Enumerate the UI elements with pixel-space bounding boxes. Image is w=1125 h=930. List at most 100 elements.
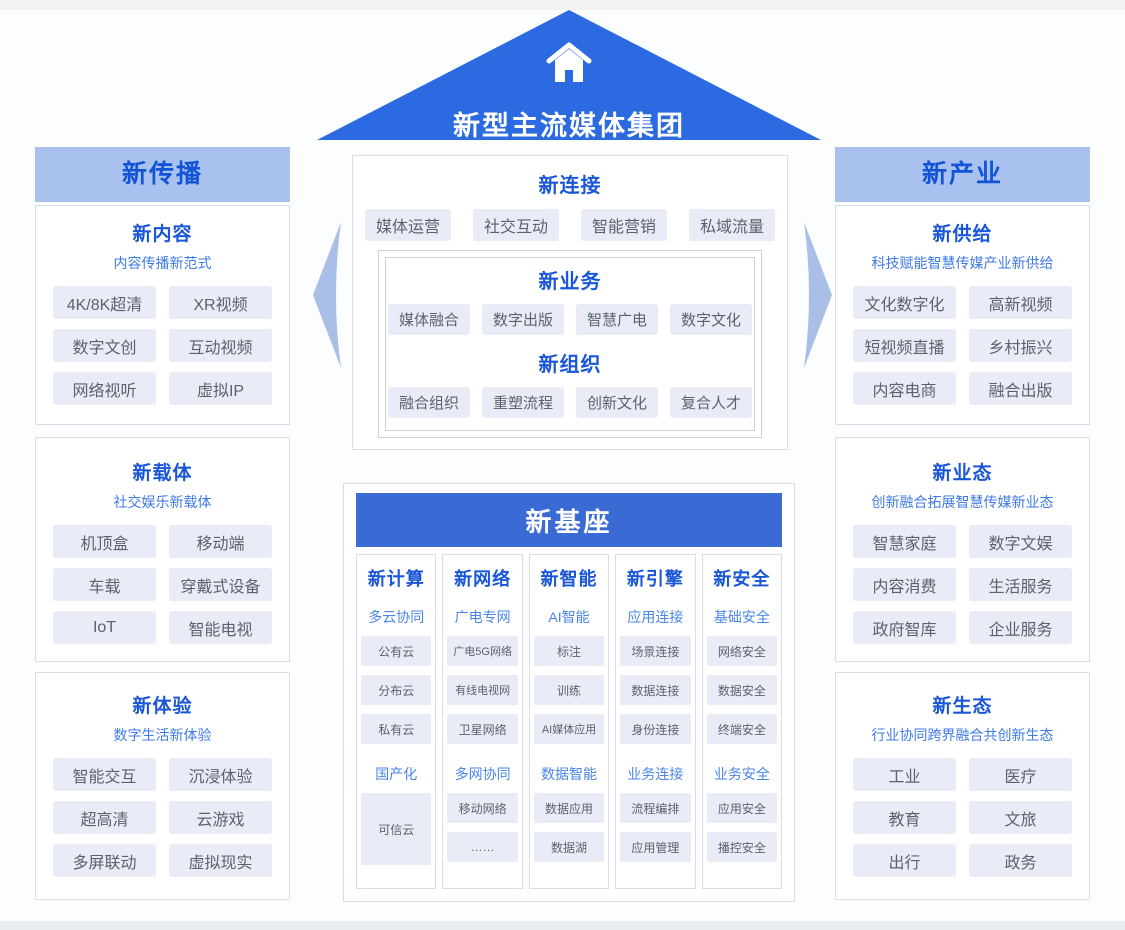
right-arrow-icon — [804, 222, 834, 373]
chip: 移动网络 — [447, 793, 518, 823]
chip: 智慧家庭 — [853, 525, 956, 558]
section-label: 数据智能 — [541, 766, 598, 782]
group-title: 新型主流媒体集团 — [453, 111, 685, 141]
chip: 创新文化 — [576, 387, 658, 418]
chip: 复合人才 — [670, 387, 752, 418]
chip: 内容电商 — [853, 372, 956, 405]
chip: 云游戏 — [169, 801, 272, 834]
chip: 智能电视 — [169, 611, 272, 644]
chip: 文化数字化 — [853, 286, 956, 319]
column-title: 新智能 — [540, 569, 598, 589]
chip-grid: 智慧家庭 数字文娱 内容消费 生活服务 政府智库 企业服务 — [836, 525, 1089, 644]
panel-subtitle: 社交娱乐新载体 — [113, 494, 212, 510]
chip: 身份连接 — [620, 714, 691, 744]
panel-new-formats: 新业态 创新融合拓展智慧传媒新业态 智慧家庭 数字文娱 内容消费 生活服务 政府… — [835, 437, 1090, 662]
chip-grid: 机顶盒 移动端 车载 穿戴式设备 IoT 智能电视 — [36, 525, 289, 644]
chip: 融合组织 — [388, 387, 470, 418]
panel-new-experience: 新体验 数字生活新体验 智能交互 沉浸体验 超高清 云游戏 多屏联动 虚拟现实 — [35, 672, 290, 900]
chip: 广电5G网络 — [447, 636, 518, 666]
chip: 分布云 — [361, 675, 432, 705]
chip: 乡村振兴 — [969, 329, 1072, 362]
panel-title: 新供给 — [932, 224, 993, 245]
chip: 媒体运营 — [365, 209, 451, 241]
section-label: AI智能 — [548, 609, 590, 625]
chip: 私域流量 — [689, 209, 775, 241]
chip-grid: 文化数字化 高新视频 短视频直播 乡村振兴 内容电商 融合出版 — [836, 286, 1089, 405]
chip: 流程编排 — [620, 793, 691, 823]
chip: 企业服务 — [969, 611, 1072, 644]
section-label: 国产化 — [375, 766, 418, 782]
section-label: 业务连接 — [627, 766, 684, 782]
chip: 公有云 — [361, 636, 432, 666]
chip: 数据连接 — [620, 675, 691, 705]
foundation-column-engine: 新引擎 应用连接 场景连接 数据连接 身份连接 业务连接 流程编排 应用管理 — [615, 554, 696, 889]
chip: 应用安全 — [706, 793, 778, 823]
chip: 数字出版 — [482, 304, 564, 335]
section-label: 应用连接 — [627, 609, 684, 625]
chip: 移动端 — [169, 525, 272, 558]
chip: 出行 — [853, 844, 956, 877]
chip: XR视频 — [169, 286, 272, 319]
panel-subtitle: 科技赋能智慧传媒产业新供给 — [871, 255, 1054, 271]
foundation-column-intelligence: 新智能 AI智能 标注 训练 AI媒体应用 数据智能 数据应用 数据湖 — [528, 554, 610, 889]
chip-grid: 工业 医疗 教育 文旅 出行 政务 — [836, 758, 1089, 877]
panel-subtitle: 行业协同跨界融合共创新生态 — [871, 727, 1054, 743]
foundation-columns: 新计算 多云协同 公有云 分布云 私有云 国产化 可信云 新网络 广电专网 广电… — [356, 554, 783, 889]
chip: 智慧广电 — [576, 304, 658, 335]
chip: 政府智库 — [853, 611, 956, 644]
chip-row: 融合组织 重塑流程 创新文化 复合人才 — [386, 387, 754, 418]
chip-row: 媒体运营 社交互动 智能营销 私域流量 — [353, 209, 787, 241]
panel-title: 新载体 — [132, 463, 193, 484]
chip: 短视频直播 — [853, 329, 956, 362]
column-title: 新安全 — [713, 569, 771, 589]
chip: 可信云 — [361, 793, 432, 865]
top-edge-strip — [0, 0, 1125, 10]
chip: 训练 — [533, 675, 605, 705]
chip: 数字文创 — [53, 329, 156, 362]
panel-new-supply: 新供给 科技赋能智慧传媒产业新供给 文化数字化 高新视频 短视频直播 乡村振兴 … — [835, 205, 1090, 425]
panel-title: 新内容 — [132, 224, 193, 245]
chip: 互动视频 — [169, 329, 272, 362]
chip: …… — [447, 832, 518, 862]
chip: 内容消费 — [853, 568, 956, 601]
chip: 工业 — [853, 758, 956, 791]
chip: 社交互动 — [473, 209, 559, 241]
chip: 多屏联动 — [53, 844, 156, 877]
foundation-column-network: 新网络 广电专网 广电5G网络 有线电视网 卫星网络 多网协同 移动网络 …… — [442, 554, 523, 889]
chip: 穿戴式设备 — [169, 568, 272, 601]
column-title: 新网络 — [454, 569, 512, 589]
chip: IoT — [53, 611, 156, 644]
left-column-header: 新传播 — [35, 147, 290, 202]
section-label: 多网协同 — [454, 766, 511, 782]
panel-new-content: 新内容 内容传播新范式 4K/8K超清 XR视频 数字文创 互动视频 网络视听 … — [35, 205, 290, 425]
chip: 融合出版 — [969, 372, 1072, 405]
panel-new-connection: 新连接 媒体运营 社交互动 智能营销 私域流量 新业务 媒体融合 数字出版 智慧… — [352, 155, 788, 450]
chip: 私有云 — [361, 714, 432, 744]
panel-new-foundation: 新基座 新计算 多云协同 公有云 分布云 私有云 国产化 可信云 新网络 广电专… — [343, 483, 795, 902]
section-label: 广电专网 — [454, 609, 511, 625]
panel-title: 新生态 — [932, 696, 993, 717]
chip: 智能营销 — [581, 209, 667, 241]
chip: 标注 — [533, 636, 605, 666]
right-column-header: 新产业 — [835, 147, 1090, 202]
chip: 机顶盒 — [53, 525, 156, 558]
left-arrow-icon — [311, 222, 341, 373]
chip: 车载 — [53, 568, 156, 601]
nested-frame-outer: 新业务 媒体融合 数字出版 智慧广电 数字文化 新组织 融合组织 重塑流程 创新… — [378, 250, 762, 438]
chip: 医疗 — [969, 758, 1072, 791]
roof-banner: 新型主流媒体集团 — [317, 8, 821, 141]
chip: 数据湖 — [533, 832, 605, 862]
foundation-header: 新基座 — [356, 493, 782, 547]
chip-grid: 智能交互 沉浸体验 超高清 云游戏 多屏联动 虚拟现实 — [36, 758, 289, 877]
chip: 数字文娱 — [969, 525, 1072, 558]
chip: 智能交互 — [53, 758, 156, 791]
column-title: 新计算 — [367, 569, 425, 589]
foundation-column-computing: 新计算 多云协同 公有云 分布云 私有云 国产化 可信云 — [356, 554, 437, 889]
panel-title: 新连接 — [538, 175, 602, 197]
chip-grid: 4K/8K超清 XR视频 数字文创 互动视频 网络视听 虚拟IP — [36, 286, 289, 405]
chip: 4K/8K超清 — [53, 286, 156, 319]
chip: 数据安全 — [706, 675, 778, 705]
chip: 虚拟IP — [169, 372, 272, 405]
chip: 应用管理 — [620, 832, 691, 862]
